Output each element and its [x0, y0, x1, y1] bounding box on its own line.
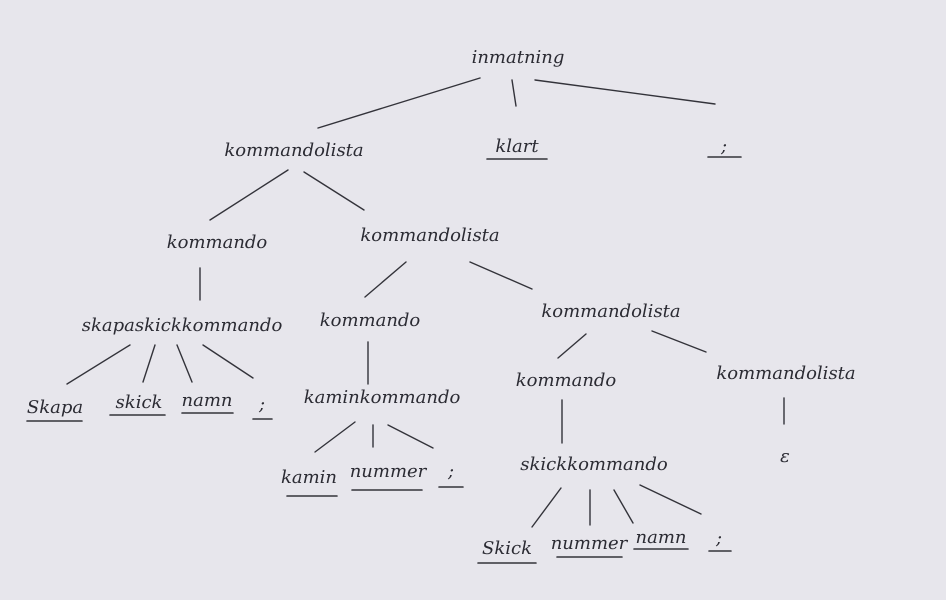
node-epsilon: ε — [780, 446, 790, 467]
edge-kl3-kl4 — [651, 330, 707, 353]
node-terminal-kamin: kamin — [281, 467, 337, 488]
node-kommandolista-3: kommandolista — [541, 301, 680, 322]
edge-kaminkommando-semicolon — [387, 424, 434, 449]
edge-kl3-kommando3 — [557, 333, 587, 359]
edge-kl1-kl2 — [303, 171, 365, 211]
edge-skickkommando-semicolon — [639, 484, 702, 515]
edge-kl1-kommando — [209, 169, 289, 221]
edge-kaminkommando-kamin — [314, 421, 356, 453]
node-terminal-namn-1: namn — [182, 390, 233, 411]
node-terminal-semicolon-3: ; — [715, 528, 722, 549]
tree-nodes: inmatning kommandolista klart ; kommando… — [27, 47, 856, 559]
tree-edges — [66, 77, 785, 528]
node-kaminkommando: kaminkommando — [304, 387, 461, 408]
edge-skapaskick-namn — [176, 344, 193, 383]
node-terminal-nummer-1: nummer — [350, 461, 428, 482]
edge-skapaskick-skick — [142, 344, 156, 383]
edge-inmatning-semicolon — [534, 79, 716, 105]
edge-inmatning-kommandolista — [317, 77, 481, 129]
edge-skickkommando-skick — [531, 487, 562, 528]
node-kommando-2: kommando — [320, 310, 421, 331]
node-skickkommando: skickkommando — [520, 454, 668, 475]
node-kommandolista-1: kommandolista — [224, 140, 363, 161]
node-terminal-semicolon-2: ; — [447, 461, 454, 482]
edge-skapaskick-skapa — [66, 344, 131, 385]
edge-kl2-kommando2 — [364, 261, 407, 298]
node-terminal-skick-2: Skick — [482, 538, 532, 559]
node-terminal-nummer-2: nummer — [551, 533, 629, 554]
edge-skapaskick-semicolon — [202, 344, 254, 379]
node-skapaskickkommando: skapaskickkommando — [82, 315, 283, 336]
node-kommandolista-4: kommandolista — [716, 363, 855, 384]
node-terminal-semicolon-1: ; — [258, 394, 265, 415]
terminal-underlines — [26, 156, 742, 564]
node-semicolon-root: ; — [720, 136, 727, 157]
node-terminal-skapa: Skapa — [27, 397, 83, 418]
node-kommando-1: kommando — [167, 232, 268, 253]
edge-inmatning-klart — [511, 79, 517, 107]
node-terminal-namn-2: namn — [636, 527, 687, 548]
node-inmatning: inmatning — [472, 47, 565, 68]
node-terminal-skick-1: skick — [116, 392, 163, 413]
node-kommando-3: kommando — [516, 370, 617, 391]
node-kommandolista-2: kommandolista — [360, 225, 499, 246]
edge-kl2-kl3 — [469, 261, 533, 290]
node-klart: klart — [495, 136, 539, 157]
edge-skickkommando-namn — [613, 489, 634, 524]
